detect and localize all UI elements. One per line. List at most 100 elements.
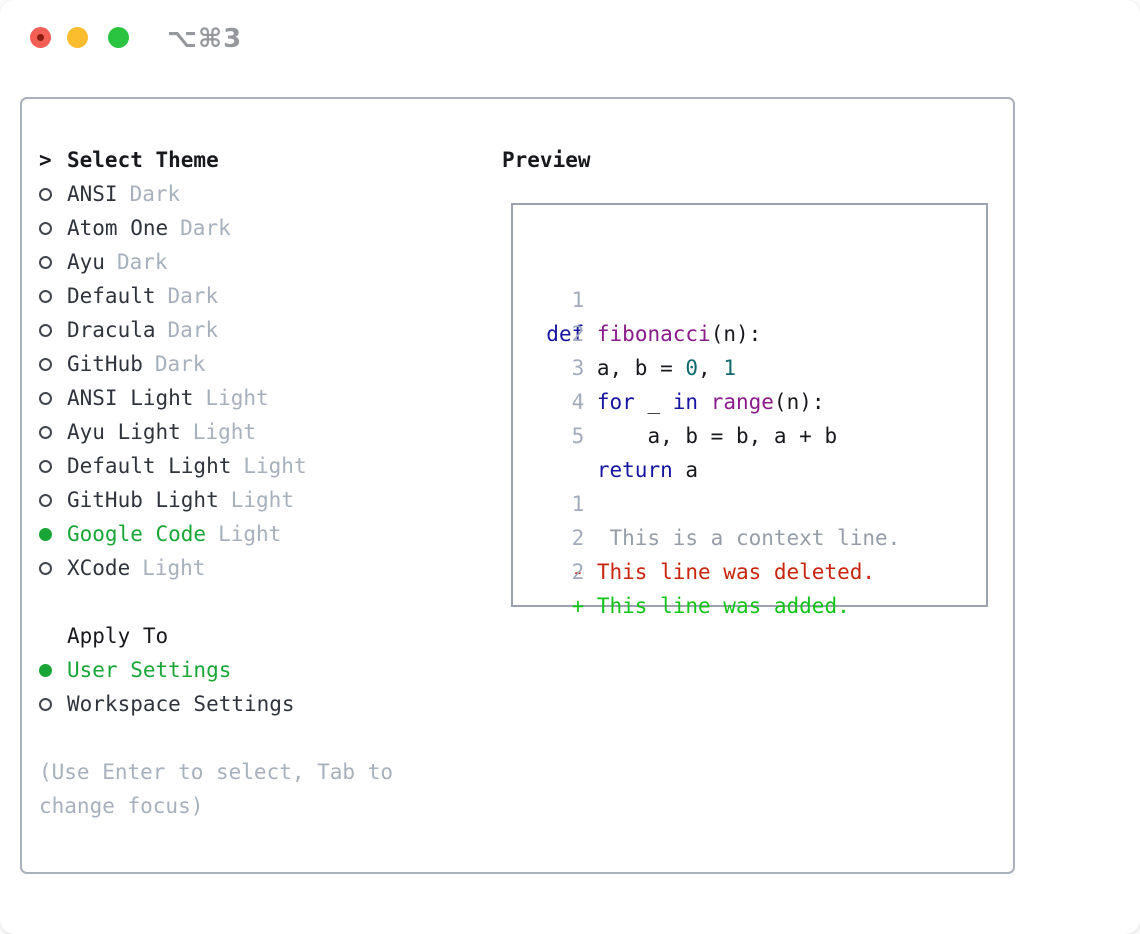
theme-variant-tag: Light [205, 386, 269, 410]
code-token-pln: a, b = b, a + b [546, 424, 838, 448]
theme-name: Ayu [67, 250, 105, 274]
selection-prompt-icon: > [39, 148, 52, 172]
code-token-pln [546, 458, 597, 482]
code-line: 2 a, b = 0, 1 [521, 283, 986, 380]
theme-variant-tag: Dark [167, 284, 219, 308]
radio-icon [39, 527, 52, 541]
theme-list: ANSI Dark Atom One Dark Ayu Dark Default… [39, 177, 484, 585]
line-number: 4 [571, 390, 585, 414]
theme-option[interactable]: GitHub Dark [39, 347, 484, 381]
theme-name: GitHub [67, 352, 143, 376]
diff-text-context: This is a context line. [571, 526, 901, 550]
radio-icon [39, 221, 52, 235]
code-token-kwd: for [596, 390, 635, 414]
theme-option[interactable]: Ayu Dark [39, 245, 484, 279]
theme-variant-tag: Light [243, 454, 307, 478]
diff-line: 2 - This line was deleted. [521, 487, 986, 584]
radio-icon [39, 425, 52, 439]
radio-icon [39, 493, 52, 507]
code-token-kwd: in [672, 390, 699, 414]
diff-line: 1 This is a context line. [521, 453, 986, 550]
line-number: 1 [571, 288, 585, 312]
theme-name: ANSI [67, 182, 118, 206]
line-number: 2 [571, 560, 585, 584]
minimize-button[interactable] [67, 27, 88, 48]
radio-icon [39, 357, 52, 371]
radio-icon [39, 697, 52, 711]
theme-name: Dracula [67, 318, 156, 342]
line-number: 2 [571, 526, 585, 550]
theme-option[interactable]: Ayu Light Light [39, 415, 484, 449]
apply-to-header: Apply To [39, 619, 484, 653]
theme-list-title: Select Theme [67, 148, 219, 172]
window-title: ⌥⌘3 [167, 24, 243, 54]
apply-option-selected[interactable]: User Settings [39, 653, 484, 687]
spacer [39, 721, 484, 755]
radio-icon [39, 391, 52, 405]
diff-text-added: + This line was added. [571, 594, 850, 618]
theme-variant-tag: Light [230, 488, 294, 512]
code-preview: 1 def fibonacci(n): 2 a, b = 0, 1 3 for … [521, 249, 986, 482]
diff-line: 2 + This line was added. [521, 521, 986, 618]
apply-to-list: User Settings Workspace Settings [39, 653, 484, 721]
theme-name: Atom One [67, 216, 169, 240]
code-line: 5 return a [521, 385, 986, 482]
code-token-pln: , [698, 356, 724, 380]
radio-icon [39, 663, 52, 677]
diff-text-deleted: - This line was deleted. [571, 560, 876, 584]
theme-name: GitHub Light [67, 488, 219, 512]
code-token-pln: (n): [710, 322, 762, 346]
code-token-kwd: def [546, 322, 585, 346]
theme-option[interactable]: Default Dark [39, 279, 484, 313]
theme-option-selected[interactable]: Google Code Light [39, 517, 484, 551]
diff-preview: 1 This is a context line. 2 - This line … [521, 453, 986, 618]
help-text: (Use Enter to select, Tab to change focu… [39, 760, 394, 818]
code-token-pln: _ [634, 390, 673, 414]
theme-option[interactable]: GitHub Light Light [39, 483, 484, 517]
preview-box: 1 def fibonacci(n): 2 a, b = 0, 1 3 for … [511, 203, 988, 618]
line-number: 1 [571, 492, 585, 516]
code-line: 3 for _ in range(n): [521, 317, 986, 414]
code-line: 1 def fibonacci(n): [521, 249, 986, 346]
line-number: 2 [571, 322, 585, 346]
code-token-lit: 0 [685, 356, 699, 380]
line-number: 5 [571, 424, 585, 448]
code-token-lit: 1 [723, 356, 736, 380]
code-token-pln [698, 390, 711, 414]
close-button[interactable] [30, 27, 51, 48]
apply-option[interactable]: Workspace Settings [39, 687, 484, 721]
code-token-pln: a [672, 458, 699, 482]
theme-option[interactable]: ANSI Dark [39, 177, 484, 211]
theme-variant-tag: Dark [116, 250, 168, 274]
theme-variant-tag: Dark [167, 318, 219, 342]
radio-icon [39, 187, 52, 201]
radio-icon [39, 255, 52, 269]
theme-option[interactable]: Dracula Dark [39, 313, 484, 347]
theme-option[interactable]: Default Light Light [39, 449, 484, 483]
code-token-pln: a, b = [546, 356, 686, 380]
theme-variant-tag: Light [218, 522, 282, 546]
zoom-button[interactable] [108, 27, 129, 48]
spacer [39, 585, 484, 619]
theme-name: Google Code [67, 522, 207, 546]
theme-name: User Settings [67, 658, 232, 682]
code-token-typ: fibonacci [596, 322, 711, 346]
theme-variant-tag: Dark [129, 182, 181, 206]
theme-option[interactable]: Atom One Dark [39, 211, 484, 245]
radio-icon [39, 459, 52, 473]
preview-title: Preview [502, 148, 591, 172]
radio-icon [39, 289, 52, 303]
radio-icon [39, 323, 52, 337]
theme-name: Ayu Light [67, 420, 181, 444]
theme-selector: > Select Theme ANSI Dark Atom One Dark A… [39, 143, 484, 823]
theme-option[interactable]: ANSI Light Light [39, 381, 484, 415]
theme-name: XCode [67, 556, 131, 580]
theme-variant-tag: Light [142, 556, 206, 580]
radio-icon [39, 561, 52, 575]
theme-option[interactable]: XCode Light [39, 551, 484, 585]
theme-name: Default Light [67, 454, 232, 478]
theme-name: Workspace Settings [67, 692, 295, 716]
theme-name: ANSI Light [67, 386, 194, 410]
code-token-typ: range [710, 390, 774, 414]
